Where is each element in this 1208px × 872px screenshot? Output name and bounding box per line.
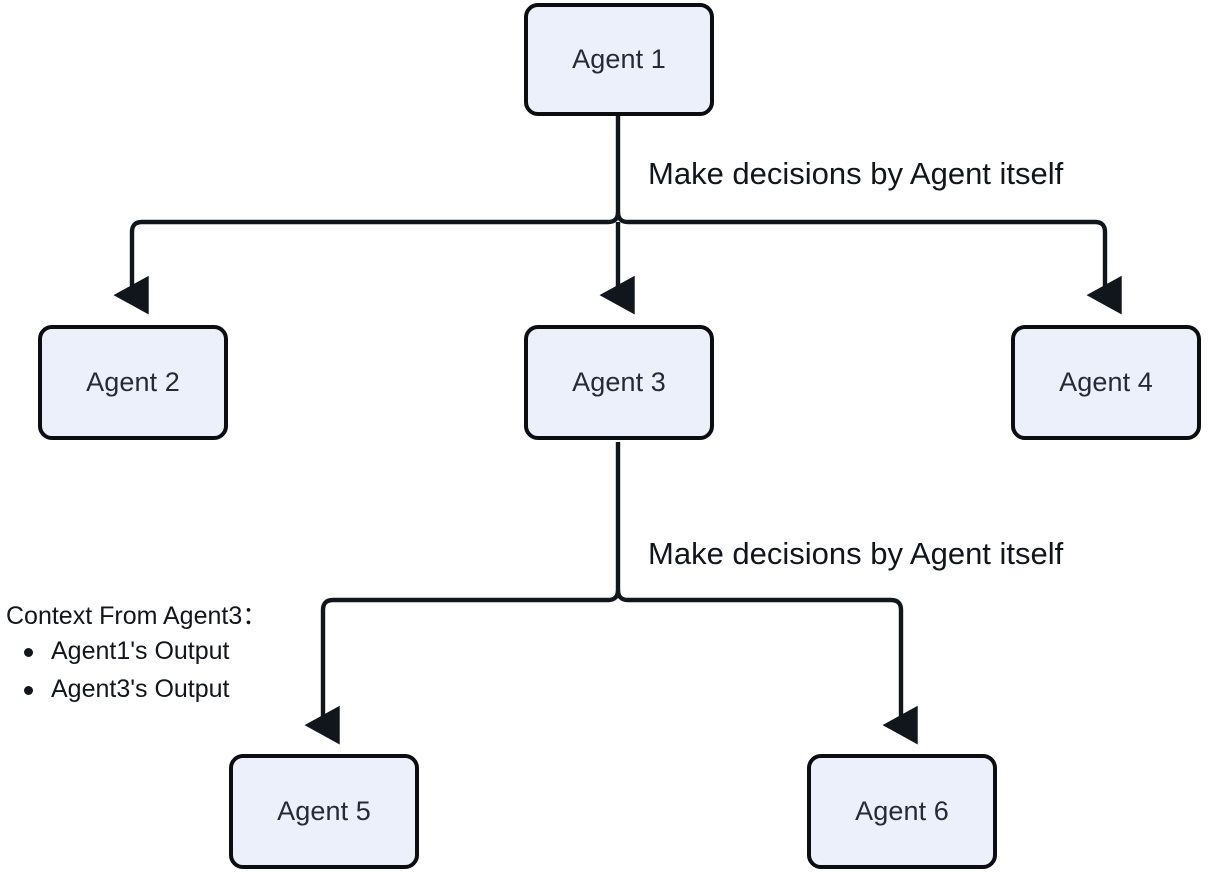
- node-agent1[interactable]: Agent 1: [524, 3, 714, 116]
- edge-label-top: Make decisions by Agent itself: [648, 156, 1064, 191]
- node-agent3[interactable]: Agent 3: [524, 325, 714, 440]
- node-agent4-label: Agent 4: [1059, 367, 1153, 397]
- context-note-item-label: Agent3's Output: [51, 675, 230, 703]
- context-note-list: Agent1's Output Agent3's Output: [6, 639, 267, 702]
- node-agent3-label: Agent 3: [572, 367, 666, 397]
- context-note: Context From Agent3： Agent1's Output Age…: [6, 604, 267, 702]
- edge-bottom-bus-left: [304, 597, 608, 745]
- node-agent2[interactable]: Agent 2: [38, 325, 228, 440]
- node-agent6-label: Agent 6: [855, 796, 949, 826]
- context-note-title: Context From Agent3：: [6, 602, 268, 630]
- edge-bottom-bus-right: [615, 589, 918, 745]
- context-note-item: Agent3's Output: [6, 677, 267, 702]
- node-agent6[interactable]: Agent 6: [807, 754, 997, 869]
- edge-label-bottom: Make decisions by Agent itself: [648, 536, 1064, 571]
- context-note-item-label: Agent1's Output: [51, 637, 230, 665]
- node-agent5[interactable]: Agent 5: [229, 754, 419, 869]
- node-agent2-label: Agent 2: [86, 367, 180, 397]
- bullet-icon: [24, 648, 33, 657]
- edge-agent3-trunk: [607, 442, 621, 603]
- edge-top-bus-right-stub: [615, 211, 1122, 315]
- bullet-icon: [24, 686, 33, 695]
- edge-top-bus-left: [113, 219, 608, 315]
- context-note-item: Agent1's Output: [6, 639, 267, 664]
- node-agent5-label: Agent 5: [277, 796, 371, 826]
- edge-agent1-trunk: [607, 114, 621, 225]
- node-agent4[interactable]: Agent 4: [1011, 325, 1201, 440]
- node-agent1-label: Agent 1: [572, 44, 666, 74]
